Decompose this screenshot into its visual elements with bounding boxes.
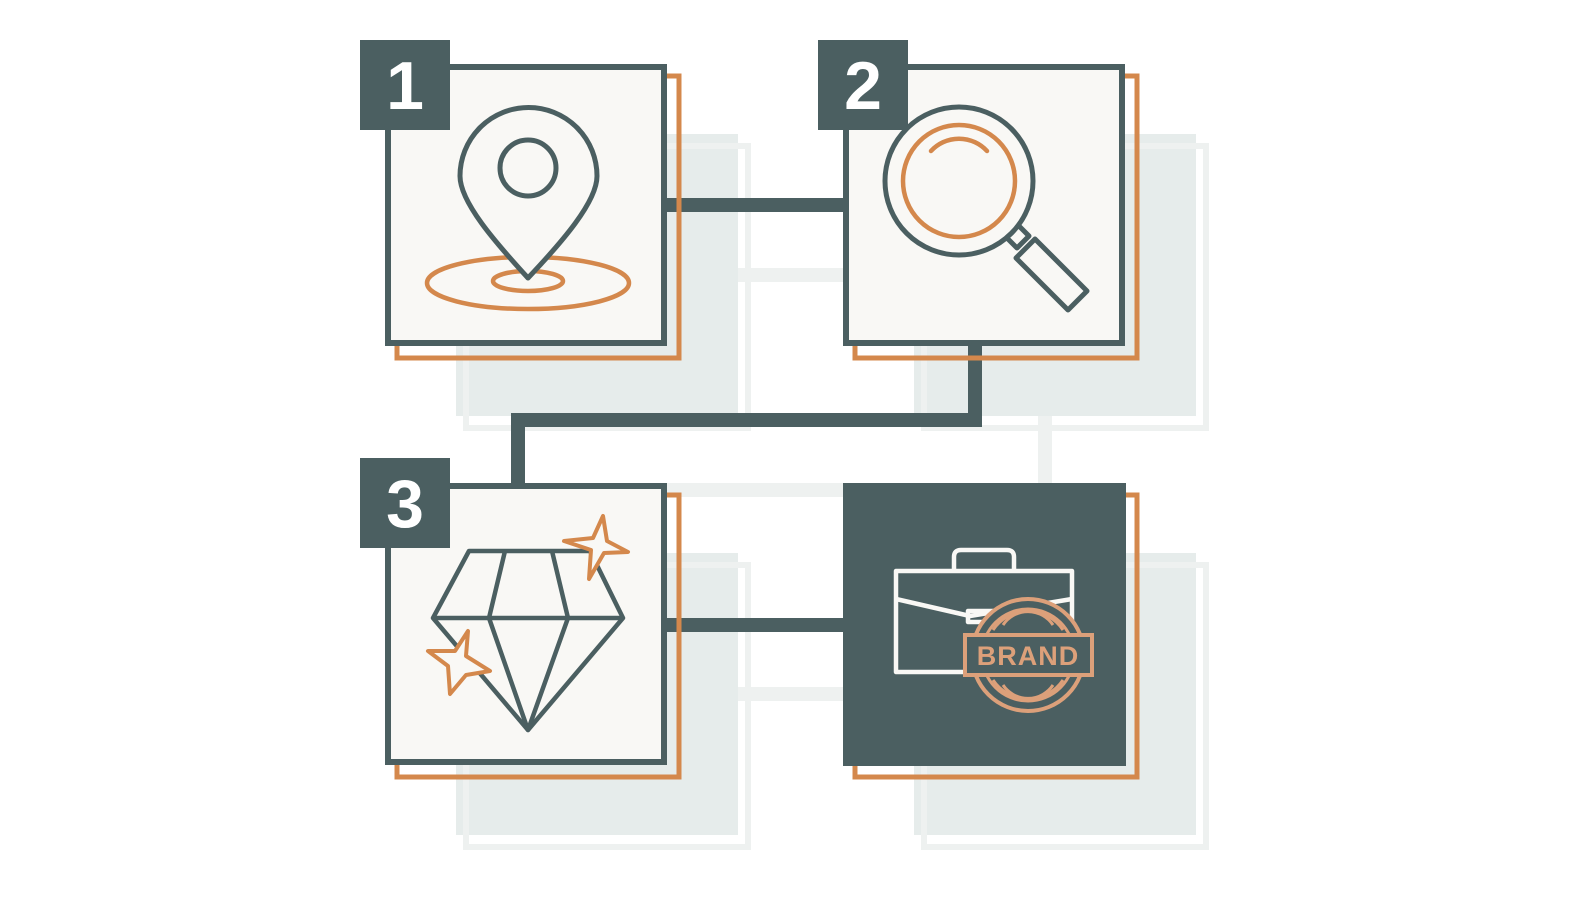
brand-stamp-icon: BRAND [963,597,1094,713]
step-badge: 2 [818,40,908,130]
connector-2-3 [511,344,982,486]
step-card-1: 1 [360,40,682,361]
connector-lines [511,198,982,632]
sparkle-icon [426,629,492,696]
diamond-icon [430,548,626,733]
brand-label: BRAND [977,641,1080,671]
step-badge: 1 [360,40,450,130]
step-badge: 3 [360,458,450,548]
step-card-4: BRAND [843,483,1140,780]
step-card-3: 3 [360,458,682,780]
location-pin-icon [424,105,632,312]
magnifying-glass-icon [882,104,1090,313]
step-number: 2 [844,48,882,124]
step-number: 1 [386,48,424,124]
step-number: 3 [386,466,424,542]
sparkle-icon [562,514,630,581]
step-card-2: 2 [818,40,1140,361]
